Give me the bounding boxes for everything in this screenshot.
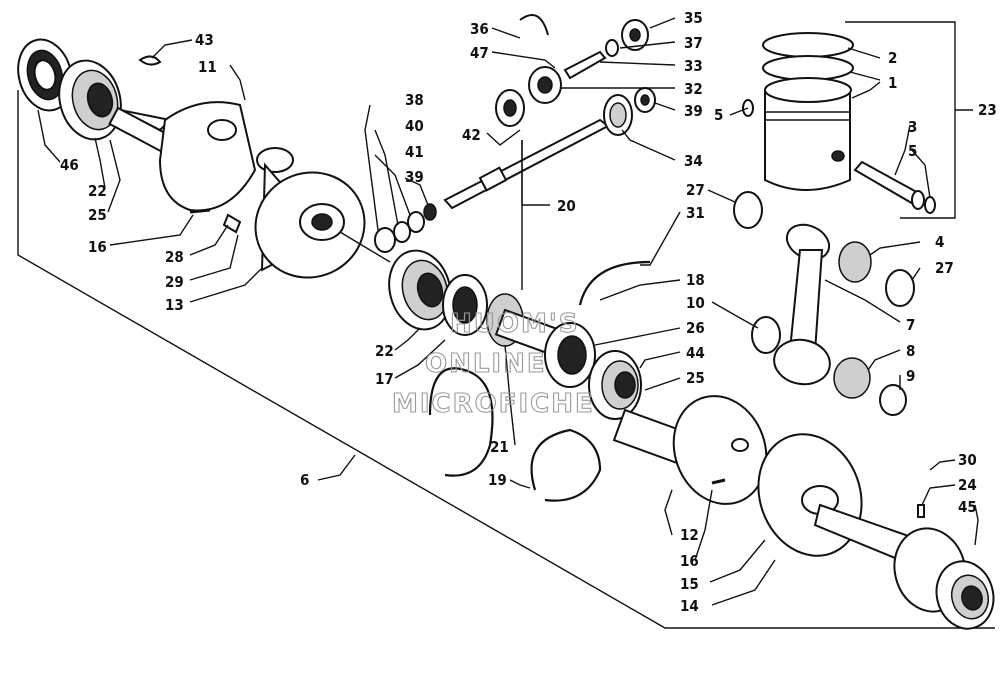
label-22-left: 22 bbox=[88, 182, 107, 200]
watermark-line-1: HUOM'S bbox=[450, 309, 580, 339]
watermark-line-2: ONLINE bbox=[425, 349, 547, 379]
label-16-left: 16 bbox=[88, 238, 107, 256]
label-2: 2 bbox=[888, 49, 897, 67]
label-35: 35 bbox=[684, 9, 703, 27]
gear-central bbox=[486, 293, 563, 357]
label-33: 33 bbox=[684, 57, 703, 75]
label-45: 45 bbox=[958, 498, 977, 516]
label-18: 18 bbox=[686, 271, 705, 289]
label-37: 37 bbox=[684, 34, 703, 52]
label-38: 38 bbox=[405, 91, 424, 109]
gear-34 bbox=[603, 94, 633, 136]
label-22-center: 22 bbox=[375, 342, 394, 360]
retainer-21 bbox=[428, 367, 494, 477]
label-39-right: 39 bbox=[684, 102, 703, 120]
label-23: 23 bbox=[978, 101, 997, 119]
label-13: 13 bbox=[165, 296, 184, 314]
label-6: 6 bbox=[300, 471, 309, 489]
gear-small-top bbox=[495, 89, 525, 127]
seal-17 bbox=[442, 274, 488, 336]
watermark-line-3: MICROFICHE bbox=[392, 389, 595, 419]
label-42: 42 bbox=[462, 126, 481, 144]
bearing-44-25 bbox=[588, 350, 642, 420]
bearing-4 bbox=[838, 241, 872, 283]
piston-rings-2 bbox=[762, 32, 854, 81]
crank-half-13 bbox=[254, 147, 391, 279]
label-9: 9 bbox=[906, 367, 915, 385]
label-7: 7 bbox=[906, 316, 915, 334]
washer-10 bbox=[751, 316, 781, 354]
key-24 bbox=[917, 504, 925, 518]
label-20: 20 bbox=[557, 197, 576, 215]
bearing-32 bbox=[528, 66, 562, 104]
label-26: 26 bbox=[686, 319, 705, 337]
clip-36 bbox=[519, 14, 549, 36]
label-16-right: 16 bbox=[680, 552, 699, 570]
bearing-35 bbox=[621, 19, 649, 51]
key-28-29 bbox=[222, 213, 242, 234]
label-36: 36 bbox=[470, 20, 489, 38]
label-3: 3 bbox=[908, 118, 917, 136]
label-19: 19 bbox=[488, 471, 507, 489]
bearing-8 bbox=[833, 357, 871, 399]
label-29: 29 bbox=[165, 273, 184, 291]
retainer-31 bbox=[578, 260, 651, 306]
label-34: 34 bbox=[684, 152, 703, 170]
ring-26 bbox=[544, 322, 596, 388]
shaft-33 bbox=[563, 50, 607, 80]
label-15: 15 bbox=[680, 575, 699, 593]
label-4: 4 bbox=[935, 233, 944, 251]
crank-half-12 bbox=[672, 395, 768, 505]
piston-pin-3 bbox=[853, 160, 925, 210]
piston-1 bbox=[764, 77, 852, 191]
woodruff-key-43 bbox=[138, 55, 162, 66]
label-32: 32 bbox=[684, 80, 703, 98]
bearing-22-left bbox=[58, 59, 122, 141]
label-27-right: 27 bbox=[935, 259, 954, 277]
crank-half-left bbox=[108, 101, 257, 212]
bracket-23 bbox=[845, 21, 973, 219]
watermark: HUOM'S ONLINE MICROFICHE bbox=[391, 308, 595, 419]
seal-38-40-41 bbox=[374, 203, 437, 253]
label-5-right: 5 bbox=[908, 142, 917, 160]
label-8: 8 bbox=[906, 342, 915, 360]
pin-16-left bbox=[189, 208, 211, 214]
part-labels: 43 11 46 22 25 16 28 29 13 38 40 41 39 4… bbox=[60, 9, 997, 615]
label-21: 21 bbox=[490, 438, 509, 456]
label-40: 40 bbox=[405, 117, 424, 135]
label-41: 41 bbox=[405, 143, 424, 161]
label-11: 11 bbox=[198, 58, 217, 76]
washer-37 bbox=[605, 39, 619, 57]
bearing-22-center bbox=[388, 249, 452, 331]
label-47: 47 bbox=[470, 44, 489, 62]
washer-27 bbox=[733, 191, 915, 307]
label-1: 1 bbox=[888, 74, 897, 92]
label-30: 30 bbox=[958, 451, 977, 469]
label-31: 31 bbox=[686, 204, 705, 222]
label-12: 12 bbox=[680, 526, 699, 544]
label-17: 17 bbox=[375, 370, 394, 388]
label-28: 28 bbox=[165, 248, 184, 266]
washer-9 bbox=[879, 384, 907, 416]
label-43: 43 bbox=[195, 31, 214, 49]
label-27-left: 27 bbox=[686, 181, 705, 199]
label-46: 46 bbox=[60, 156, 79, 174]
assembly-frame-6 bbox=[17, 90, 995, 629]
conrod-7 bbox=[773, 223, 831, 386]
leader-lines bbox=[37, 17, 979, 606]
pin-16-right bbox=[711, 478, 726, 485]
label-25-right: 25 bbox=[686, 369, 705, 387]
label-44: 44 bbox=[686, 344, 705, 362]
label-5-left: 5 bbox=[714, 106, 723, 124]
retainer-19 bbox=[530, 428, 602, 502]
label-24: 24 bbox=[958, 476, 977, 494]
label-39-left: 39 bbox=[405, 168, 424, 186]
label-25-left: 25 bbox=[88, 206, 107, 224]
label-14: 14 bbox=[680, 597, 699, 615]
bearing-39-top bbox=[634, 87, 656, 113]
label-10: 10 bbox=[686, 294, 705, 312]
bearing-45 bbox=[893, 527, 995, 630]
